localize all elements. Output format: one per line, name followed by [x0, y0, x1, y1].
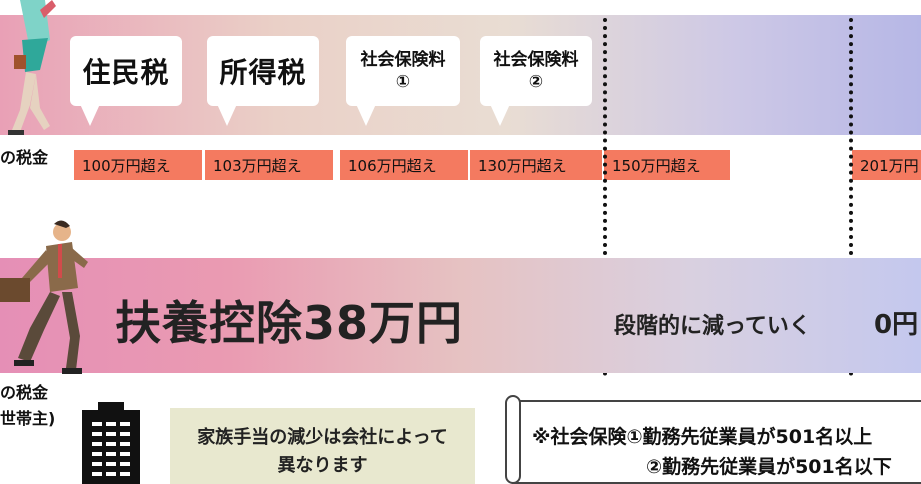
bubble-label: 住民税: [82, 56, 170, 89]
office-building-icon: [82, 402, 140, 484]
bubble-tail: [80, 104, 100, 126]
threshold-100: 100万円超え: [74, 150, 202, 180]
bottom-side-label-2: 世帯主): [0, 409, 56, 428]
threshold-103: 103万円超え: [205, 150, 333, 180]
threshold-150: 150万円超え: [604, 150, 730, 180]
bubble-resident-tax: 住民税: [70, 36, 182, 106]
dotted-divider: [603, 18, 607, 376]
top-side-label: の税金: [0, 148, 49, 167]
scroll-note-line-2: ②勤務先従業員が501名以下: [646, 456, 892, 478]
running-woman-illustration: [8, 0, 56, 135]
bubble-label-number: ②: [528, 72, 544, 92]
bubble-income-tax: 所得税: [207, 36, 319, 106]
bubble-tail: [356, 104, 376, 126]
bubble-label: 社会保険料: [493, 50, 579, 70]
gradual-reduction-label: 段階的に減っていく: [614, 314, 811, 339]
bubble-social-insurance-2: 社会保険料 ②: [480, 36, 592, 106]
bottom-side-label-1: の税金: [0, 383, 49, 402]
threshold-201: 201万円: [852, 150, 921, 180]
scroll-note: [512, 400, 921, 484]
bubble-social-insurance-1: 社会保険料 ①: [346, 36, 460, 106]
bottom-gradient-band: [0, 258, 921, 373]
bubble-label: 社会保険料: [360, 50, 446, 70]
dependent-deduction-amount: 扶養控除38万円: [115, 296, 464, 350]
bubble-tail: [217, 104, 237, 126]
threshold-106: 106万円超え: [340, 150, 468, 180]
bubble-label-number: ①: [395, 72, 411, 92]
scroll-roll-icon: [505, 395, 521, 484]
dotted-divider: [849, 18, 853, 376]
bubble-tail: [490, 104, 510, 126]
scroll-note-line-1: ※社会保険①勤務先従業員が501名以上: [532, 426, 873, 448]
running-businessman-illustration: [0, 220, 88, 374]
bubble-label: 所得税: [219, 56, 307, 89]
zero-yen-label: 0円: [874, 310, 919, 340]
note-line-1: 家族手当の減少は会社によって: [197, 427, 448, 448]
threshold-130: 130万円超え: [470, 150, 602, 180]
note-line-2: 異なります: [277, 455, 368, 476]
family-allowance-note: 家族手当の減少は会社によって 異なります: [170, 408, 475, 484]
